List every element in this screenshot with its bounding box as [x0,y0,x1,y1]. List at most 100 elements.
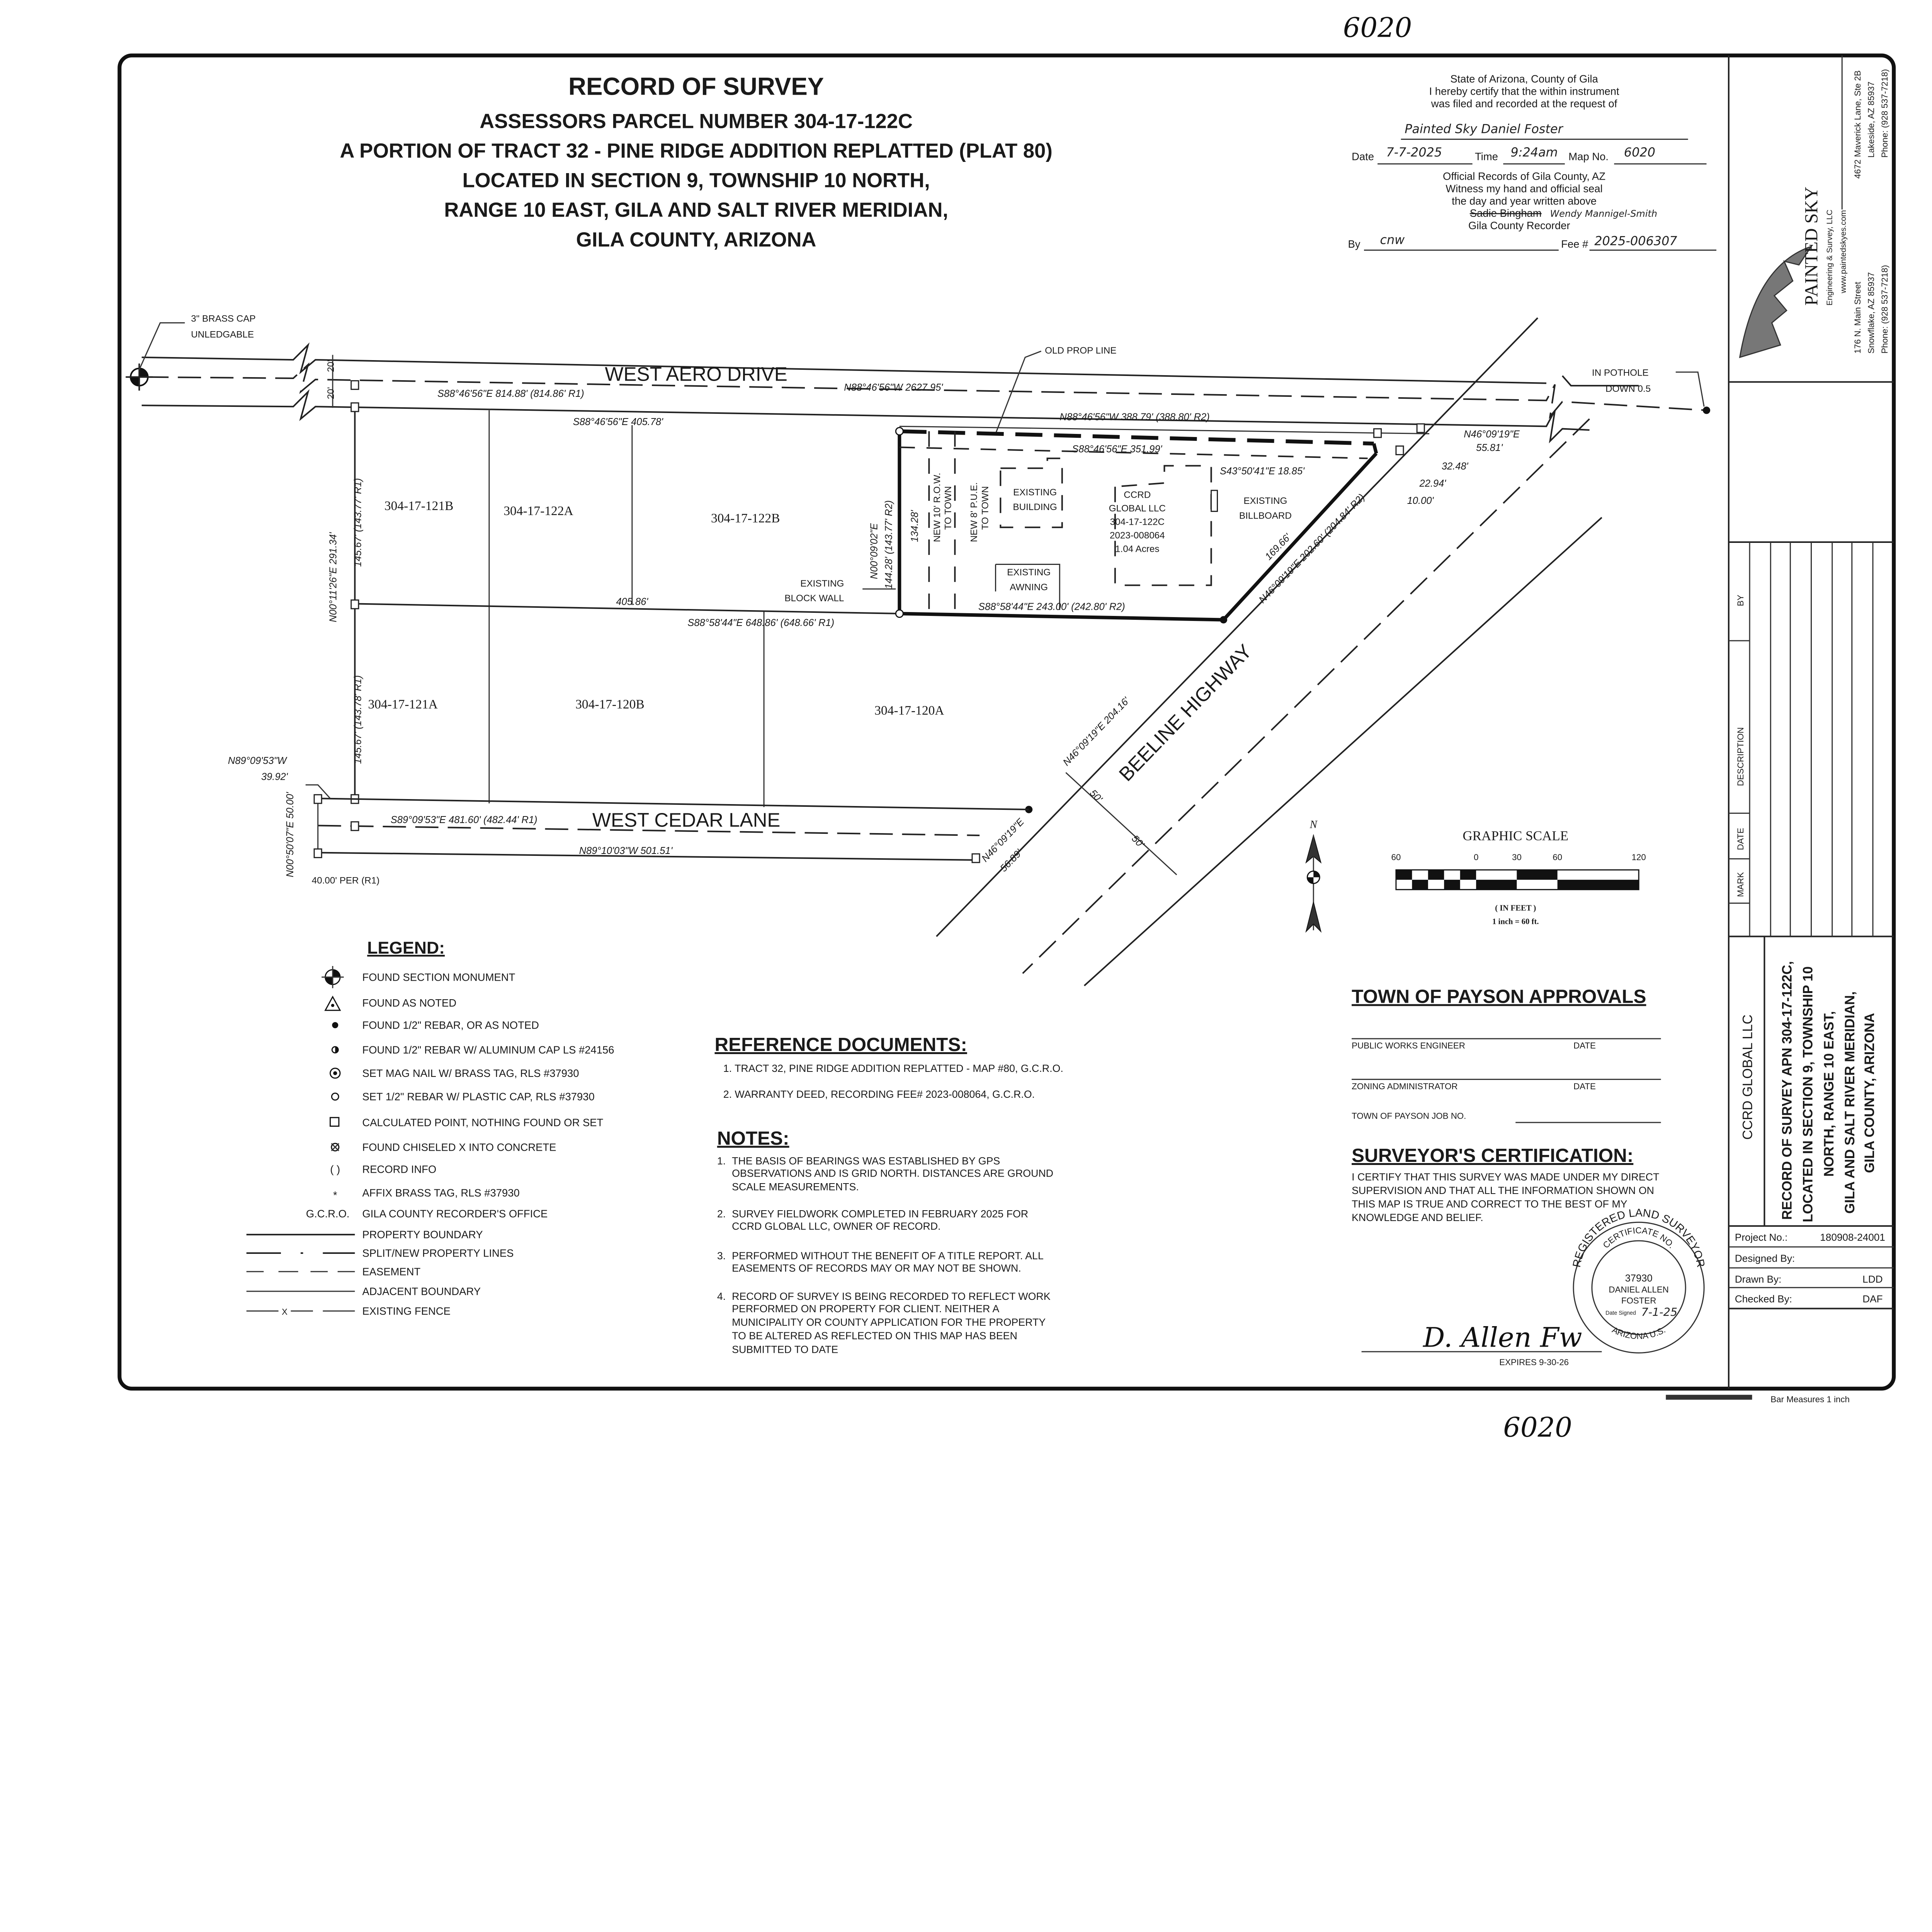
certification-line: I CERTIFY THAT THIS SURVEY WAS MADE UNDE… [1352,1171,1659,1183]
revision-header-description: DESCRIPTION [1736,727,1745,786]
designed-by-label: Designed By: [1735,1252,1795,1264]
existing-awning-outline [996,564,1060,610]
bearing-label: N00°50'07"E 50.00' [285,792,296,878]
bearing-label: S89°09'53"E 481.60' (482.44' R1) [391,815,537,825]
distance-label: 39.92' [261,771,288,782]
office2-line: Lakeside, AZ 85937 [1866,82,1876,158]
billboard-icon [1211,490,1218,511]
distance-label: 145.67' (143.77' R1) [352,478,363,566]
per-r1-label: 40.00' PER (R1) [312,875,380,886]
recorder-official-line: the day and year written above [1452,195,1597,207]
title-description-line: GILA AND SALT RIVER MERIDIAN, [1842,992,1857,1214]
gcro-abbrev: G.C.R.O. [306,1208,350,1220]
open-circle-icon [332,1093,338,1100]
parcel-label: CCRD [1124,490,1151,500]
reference-item: 2. WARRANTY DEED, RECORDING FEE# 2023-00… [723,1088,1035,1100]
note-line: RECORD OF SURVEY IS BEING RECORDED TO RE… [732,1291,1051,1302]
drawn-by-label: Drawn By: [1735,1274,1782,1285]
time-value: 9:24am [1510,145,1558,160]
bearing-label: S88°46'56"E 351.99' [1072,444,1162,454]
filled-dot-icon [332,1022,338,1029]
pothole-note: IN POTHOLE [1592,368,1649,378]
header-line: LOCATED IN SECTION 9, TOWNSHIP 10 NORTH, [463,169,930,192]
bearing-label: N88°46'56"W 2627.95' [844,382,943,393]
surveyor-signature: D. Allen Fw [1422,1321,1582,1353]
certification-title: SURVEYOR'S CERTIFICATION: [1352,1145,1633,1166]
note-line: EASEMENTS OF RECORDS MAY OR MAY NOT BE S… [732,1262,1021,1274]
distance-label: 144.28' (143.77' R2) [884,500,895,589]
seal-date-signed: 7-1-25 [1641,1306,1677,1319]
scale-tick: 30 [1512,852,1522,862]
header-line: A PORTION OF TRACT 32 - PINE RIDGE ADDIT… [340,139,1053,162]
lot-label: 304-17-122A [503,504,573,518]
company-subtitle: Engineering & Survey, LLC [1825,209,1834,305]
handwritten-map-number-top: 6020 [1343,12,1412,44]
lot-label: 304-17-122B [711,511,780,526]
double-circle-icon [330,1068,340,1078]
parens-icon: ( ) [330,1163,340,1175]
time-label: Time [1475,151,1498,163]
bar-note: Bar Measures 1 inch [1770,1395,1850,1404]
checked-by-label: Checked By: [1735,1293,1792,1305]
bearing-label: N00°09'02"E [869,523,879,579]
parcel-label: 1.04 Acres [1115,544,1159,554]
drawn-by-value: LDD [1862,1274,1883,1285]
recorder-line: State of Arizona, County of Gila [1450,73,1598,85]
distance-label: 10.00' [1407,495,1434,506]
fee-value: 2025-006307 [1594,234,1677,248]
office2-line: 4672 Maverick Lane, Ste 2B [1853,70,1862,179]
bearing-label: S88°46'56"E 814.88' (814.86' R1) [437,388,584,399]
office1-line: Phone: (928 537-7218) [1880,265,1889,354]
legend-item-label: FOUND SECTION MONUMENT [362,971,515,983]
awning-label: EXISTING [1007,567,1051,578]
existing-building-outline [1000,458,1062,527]
note-line: MUNICIPALITY OR COUNTY APPLICATION FOR T… [732,1316,1046,1328]
monument-note: UNLEDGABLE [191,330,254,340]
legend-item-label: FOUND 1/2" REBAR W/ ALUMINUM CAP LS #241… [362,1044,614,1056]
title-description-line: RECORD OF SURVEY APN 304-17-122C, [1779,961,1794,1220]
triangle-icon [325,997,340,1010]
client-name: CCRD GLOBAL LLC [1740,1015,1755,1140]
bearing-label: N00°11'26"E 291.34' [328,532,339,622]
project-no-value: 180908-24001 [1820,1231,1885,1243]
office1-line: 176 N. Main Street [1853,281,1862,354]
town-approvals: TOWN OF PAYSON APPROVALS PUBLIC WORKS EN… [1352,986,1661,1122]
header-line: ASSESSORS PARCEL NUMBER 304-17-122C [480,110,913,133]
header-line: RANGE 10 EAST, GILA AND SALT RIVER MERID… [444,199,948,221]
row-dedication-label: NEW 10' R.O.W. [932,473,942,542]
survey-sheet: 6020 6020 RECORD OF SURVEY ASSESSORS PAR… [113,12,1900,1444]
survey-map: 3" BRASS CAP UNLEDGABLE 20' 20' WEST AER… [126,313,1711,986]
row-dedication-label: TO TOWN [943,486,954,530]
building-label: BUILDING [1013,502,1057,512]
pue-label: TO TOWN [980,486,990,530]
note-line: OBSERVATIONS AND IS GRID NORTH. DISTANCE… [732,1167,1053,1179]
row-width-label: 20' [326,360,336,372]
recorder-line: I hereby certify that the within instrum… [1429,85,1619,97]
recorder-title: Gila County Recorder [1468,219,1570,231]
half-dot-icon [332,1047,338,1053]
scale-ratio: 1 inch = 60 ft. [1492,918,1539,926]
map-no-value: 6020 [1624,145,1655,160]
company-website: www.paintedskyes.com [1839,210,1848,294]
legend-item-label: FOUND AS NOTED [362,997,457,1009]
fence-x-mark: X [282,1307,287,1316]
note-number: 3. [717,1250,726,1262]
note-line: SCALE MEASUREMENTS. [732,1181,859,1192]
legend-item-label: SET MAG NAIL W/ BRASS TAG, RLS #37930 [362,1067,579,1079]
date-label: DATE [1573,1041,1596,1051]
scale-tick: 60 [1553,852,1562,862]
legend-title: LEGEND: [367,939,445,957]
north-label: N [1310,818,1318,831]
street-west-cedar-lane: WEST CEDAR LANE [592,809,781,831]
handwritten-map-number-bottom: 6020 [1503,1412,1572,1443]
legend: LEGEND: FOUND SECTION MONUMENT FOUND AS … [247,939,614,1317]
legend-item-label: FOUND CHISELED X INTO CONCRETE [362,1141,556,1153]
header: RECORD OF SURVEY ASSESSORS PARCEL NUMBER… [340,73,1053,251]
license-expiry: EXPIRES 9-30-26 [1499,1357,1569,1367]
billboard-label: BILLBOARD [1239,510,1292,521]
title-strip: PAINTED SKY Engineering & Survey, LLC ww… [1729,55,1894,1388]
bearing-label: N88°46'56"W 388.79' (388.80' R2) [1060,412,1209,422]
distance-label: 22.94' [1419,478,1446,489]
sheet-border [119,55,1894,1388]
seal-number: 37930 [1625,1273,1653,1284]
